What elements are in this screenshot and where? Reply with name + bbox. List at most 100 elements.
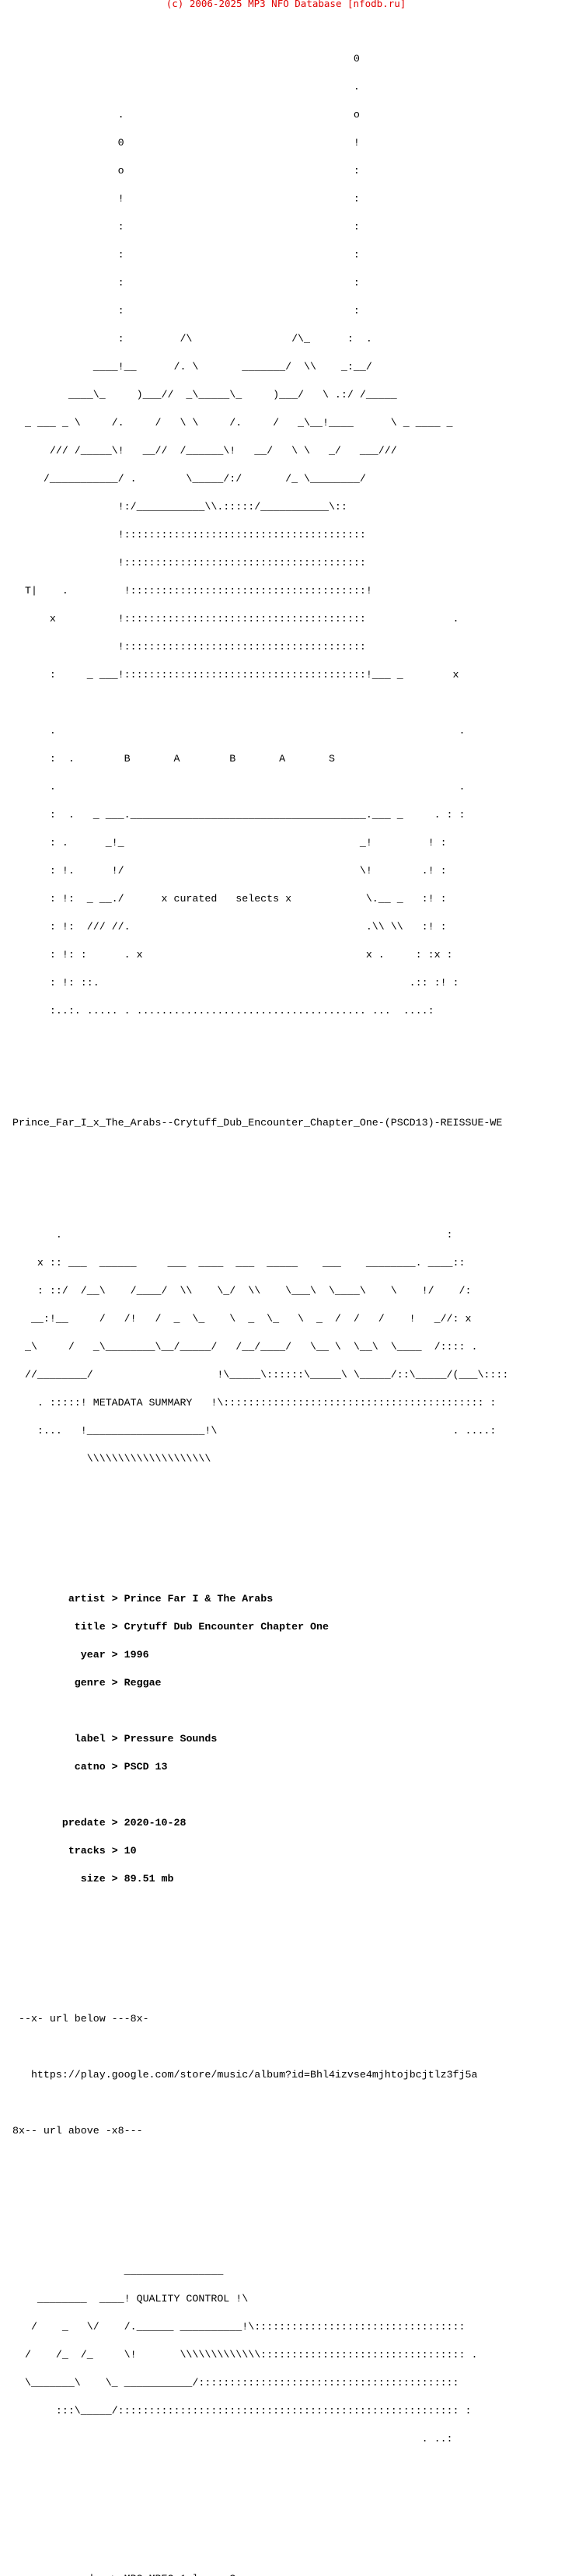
spacer: [12, 1930, 564, 1940]
metadata-row-year: year > 1996: [80, 1649, 149, 1661]
art-line: . .: [12, 781, 466, 793]
art-line: ____\_ )___// _\_____\_ )___/ \ .:/ /___…: [12, 389, 397, 401]
art-line: [12, 698, 564, 708]
meta-value: PSCD 13: [124, 1761, 168, 1773]
metadata-row-size: size > 89.51 mb: [80, 1873, 174, 1885]
meta-key: catno: [74, 1761, 106, 1773]
meta-key: tracks: [68, 1845, 106, 1857]
meta-key: title: [74, 1621, 106, 1633]
copyright-link[interactable]: (c) 2006-2025 MP3 NFO Database [nfodb.ru…: [166, 0, 406, 9]
spacer: [12, 1510, 564, 1520]
metadata-row-genre: genre > Reggae: [74, 1677, 162, 1689]
art-line: __:!__ / /! / _ \_ \ _ \_ \ _ / / / ! _/…: [12, 1313, 472, 1325]
url-block: --x- url below ---8x- https://play.googl…: [12, 1996, 564, 2154]
art-line: . ..:: [12, 2433, 453, 2445]
spacer: [12, 1174, 564, 1184]
meta-key: year: [80, 1649, 106, 1661]
metadata-row-predate: predate > 2020-10-28: [61, 1817, 187, 1829]
art-line: o :: [12, 165, 360, 177]
metadata-row-label: label > Pressure Sounds: [74, 1733, 218, 1745]
art-line: / /_ /_ \! \\\\\\\\\\\\\::::::::::::::::…: [12, 2349, 478, 2361]
art-line: . :: [12, 1229, 453, 1241]
art-line: : !: ::. .:: :! :: [12, 977, 459, 989]
art-line: : /\ /\_ : .: [12, 333, 372, 345]
marker-text: --x- url below ---8x-: [18, 2013, 149, 2025]
meta-value: Pressure Sounds: [124, 1733, 218, 1745]
spacer: [12, 2098, 564, 2108]
url-text[interactable]: https://play.google.com/store/music/albu…: [30, 2069, 478, 2081]
spacer: [12, 1706, 564, 1716]
metadata-row-artist: artist > Prince Far I & The Arabs: [68, 1593, 274, 1605]
quality-list: codec > MP3 MPEG 1 layer 3 encoder > LAM…: [12, 2556, 564, 2576]
art-line: x :: ___ ______ ___ ____ ___ _____ ___ _…: [12, 1257, 466, 1269]
meta-value: 2020-10-28: [124, 1817, 187, 1829]
quality-row-codec: codec > MP3 MPEG 1 layer 3: [12, 2574, 564, 2576]
art-line: : :: [12, 277, 360, 289]
art-line: : !: _ __./ x curated selects x \.__ _ :…: [12, 893, 447, 905]
metadata-row-tracks: tracks > 10: [68, 1845, 137, 1857]
art-line: ________ ____! QUALITY CONTROL !\: [12, 2293, 249, 2305]
art-line: .: [12, 81, 360, 93]
art-line: \_______\ \_ ___________/:::::::::::::::…: [12, 2377, 459, 2389]
art-line: : _ ___!::::::::::::::::::::::::::::::::…: [12, 669, 459, 681]
art-line: !:::::::::::::::::::::::::::::::::::::::: [12, 641, 366, 653]
art-line: /// /_____\! __// /______\! __/ \ \ _/ _…: [12, 445, 397, 457]
art-line: x !:::::::::::::::::::::::::::::::::::::…: [12, 613, 459, 625]
spacer: [12, 1146, 564, 1156]
art-line: : !: /// //. .\\ \\ :! :: [12, 921, 447, 933]
meta-key: predate: [61, 1817, 106, 1829]
meta-value: Prince Far I & The Arabs: [124, 1593, 274, 1605]
art-line: : . _ ___.______________________________…: [12, 809, 466, 821]
spacer: [12, 1090, 564, 1100]
meta-key: size: [80, 1873, 106, 1885]
art-line: : !. !/ \! .! :: [12, 865, 447, 877]
quality-value: MP3 MPEG 1 layer 3: [124, 2573, 236, 2576]
art-line: ________________: [12, 2265, 224, 2277]
meta-key: label: [74, 1733, 106, 1745]
art-line: : :: [12, 249, 360, 261]
art-line: ____!__ /. \ _______/ \\ _:__/: [12, 361, 372, 373]
art-line: !:::::::::::::::::::::::::::::::::::::::: [12, 529, 366, 541]
spacer: [12, 1790, 564, 1800]
metadata-row-title: title > Crytuff Dub Encounter Chapter On…: [74, 1621, 329, 1633]
art-line: :::\_____/::::::::::::::::::::::::::::::…: [12, 2405, 472, 2417]
metadata-list: artist > Prince Far I & The Arabs title …: [12, 1576, 564, 1902]
meta-value: Reggae: [124, 1677, 162, 1689]
art-line: ! :: [12, 193, 360, 205]
nfo-document: 0 . . o 0 !: [12, 8, 564, 2576]
url-below-marker: 8x-- url above -x8---: [12, 2126, 564, 2136]
art-line: //________/ !\_____\::::::\_____\ \_____…: [12, 1369, 509, 1381]
art-line: :... !___________________!\ . ....:: [12, 1425, 497, 1437]
meta-value: 10: [124, 1845, 137, 1857]
art-line: _\ / _\________\__/_____/ /__/____/ \__ …: [12, 1341, 478, 1353]
meta-value: 1996: [124, 1649, 149, 1661]
url-above-marker: --x- url below ---8x-: [12, 2014, 564, 2024]
art-line: :..:. ..... . ..........................…: [12, 1005, 434, 1017]
art-line: \\\\\\\\\\\\\\\\\\\\: [12, 1453, 211, 1465]
marker-text: 8x-- url above -x8---: [12, 2125, 143, 2137]
spacer: [12, 1538, 564, 1548]
art-line: : . _!_ _! ! :: [12, 837, 447, 849]
spacer: [12, 2210, 564, 2220]
art-line: : :: [12, 221, 360, 233]
spacer: [12, 1958, 564, 1968]
art-line: _ ___ _ \ /. / \ \ /. / _\__!____ \ _ __…: [12, 417, 453, 429]
spacer: [12, 2518, 564, 2528]
art-line: : :: [12, 305, 360, 317]
spacer: [12, 2182, 564, 2192]
art-line: . .: [12, 725, 466, 737]
art-line: T| . !::::::::::::::::::::::::::::::::::…: [12, 585, 372, 597]
art-line: : !: : . x x . : :x :: [12, 949, 453, 961]
release-name: Prince_Far_I_x_The_Arabs--Crytuff_Dub_En…: [12, 1117, 503, 1129]
quality-control-header: ________________ ________ ____! QUALITY …: [12, 2248, 564, 2462]
art-line: !:::::::::::::::::::::::::::::::::::::::: [12, 557, 366, 569]
art-line: 0 !: [12, 137, 360, 149]
album-url-link[interactable]: https://play.google.com/store/music/albu…: [12, 2070, 564, 2080]
meta-value: 89.51 mb: [124, 1873, 174, 1885]
meta-value: Crytuff Dub Encounter Chapter One: [124, 1621, 329, 1633]
spacer: [12, 2490, 564, 2500]
art-line: /___________/ . \_____/:/ /_ \________/: [12, 473, 366, 485]
spacer: [12, 1062, 564, 1072]
art-line: . o: [12, 109, 360, 121]
art-line: 0: [12, 53, 360, 65]
